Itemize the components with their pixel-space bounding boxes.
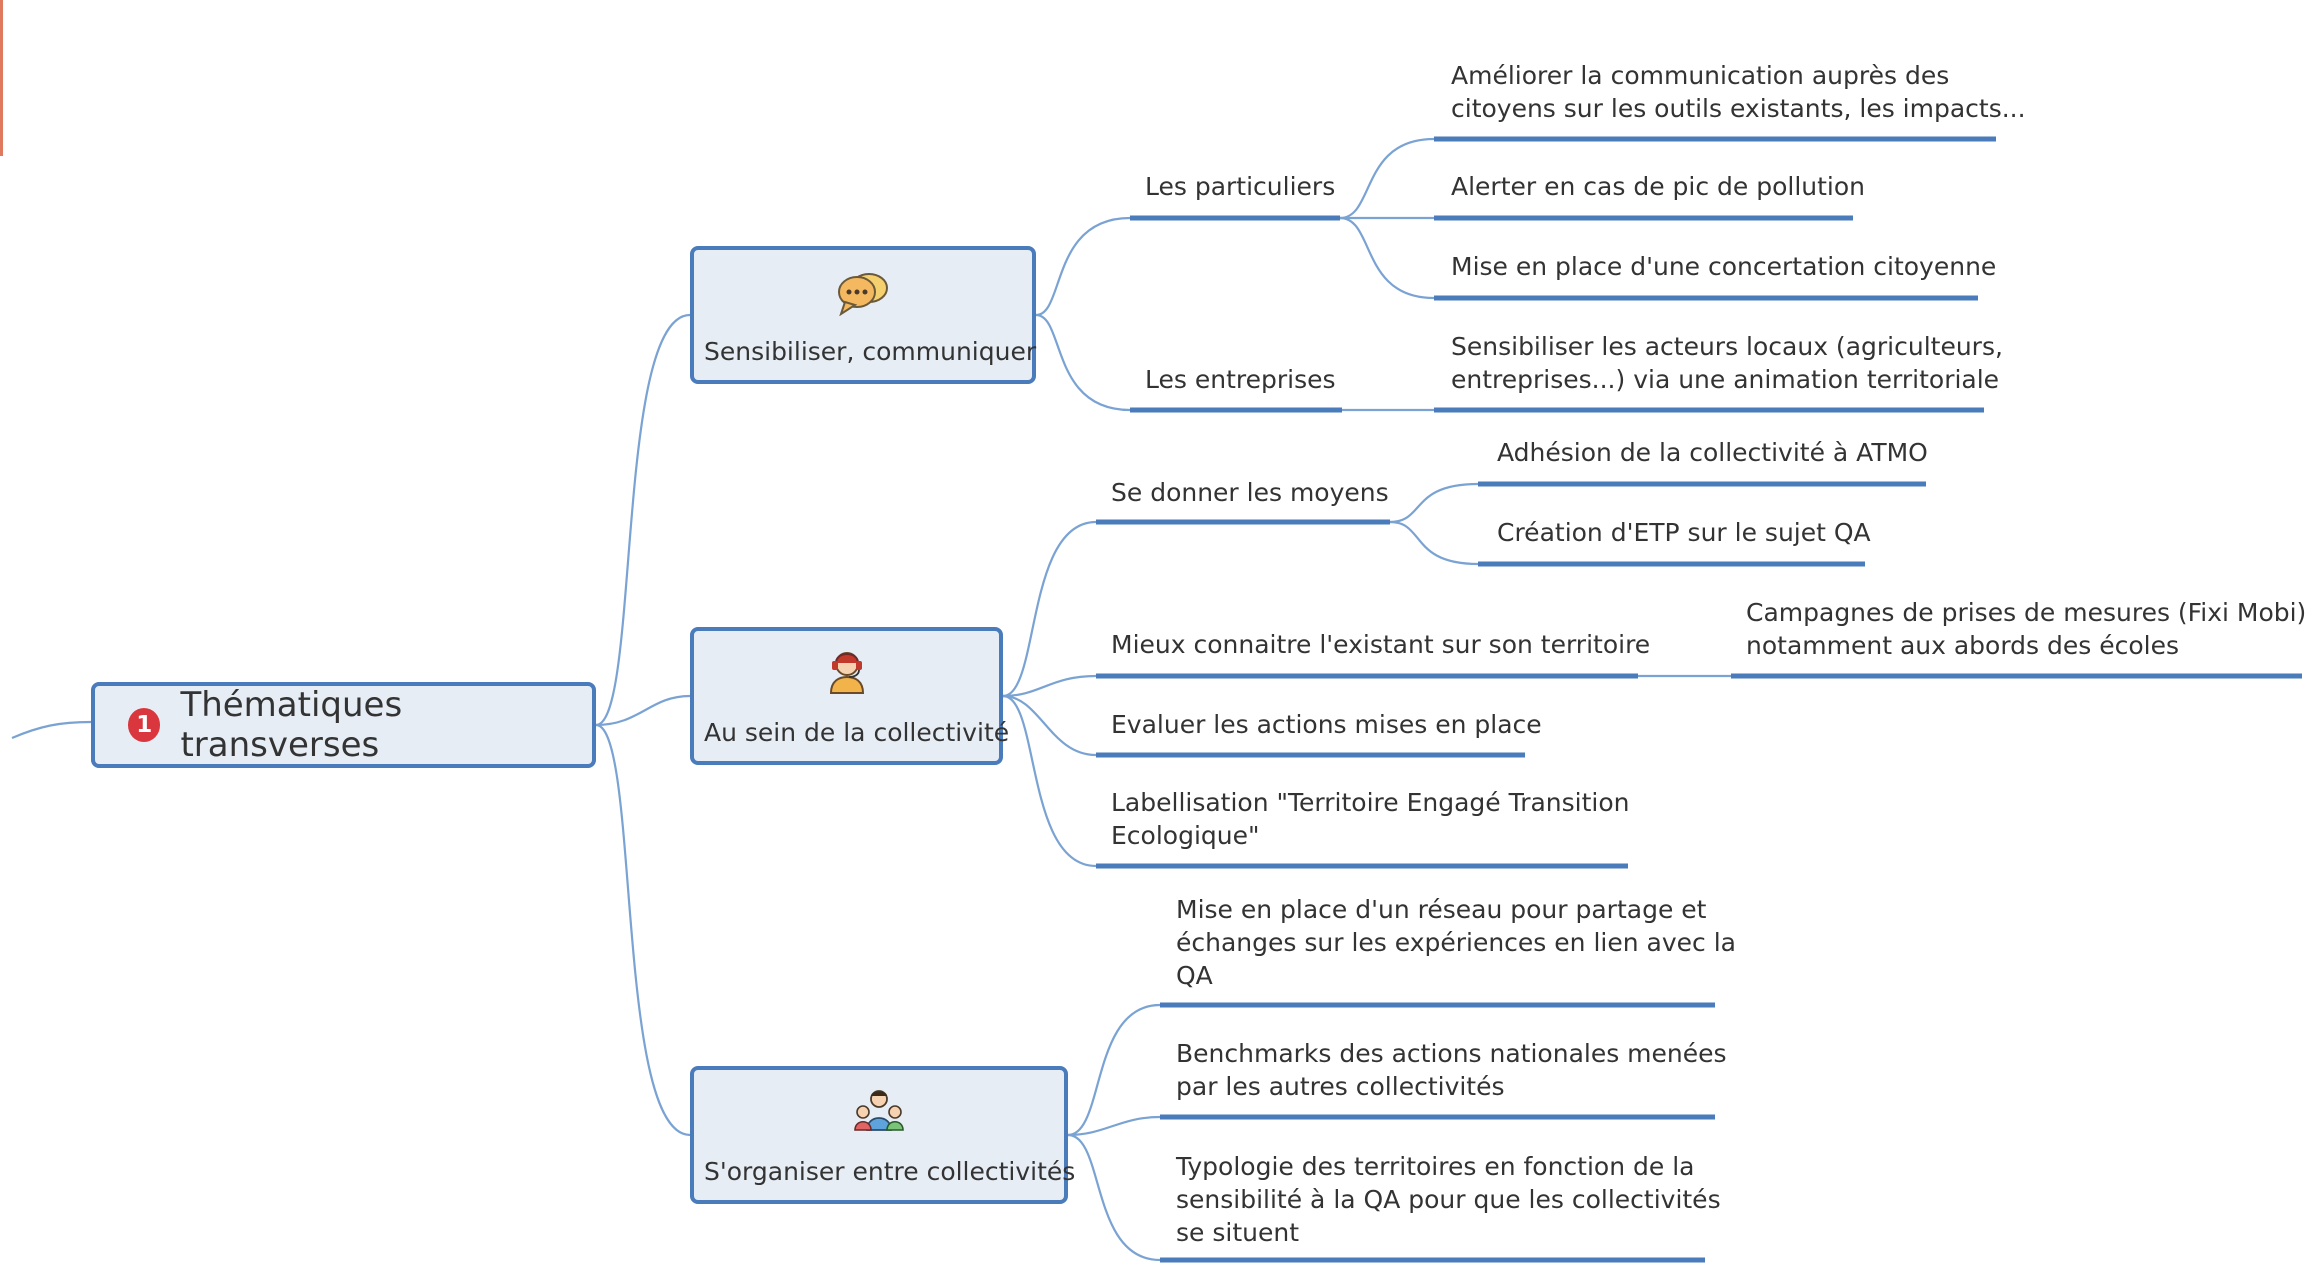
- topic-line: Adhésion de la collectivité à ATMO: [1497, 438, 1928, 467]
- topic-les-particuliers[interactable]: Les particuliers: [1145, 172, 1336, 201]
- topic-alerter-pic-pollution[interactable]: Alerter en cas de pic de pollution: [1451, 170, 1865, 203]
- connector-root-branch-1: [595, 313, 691, 727]
- topic-benchmarks[interactable]: Benchmarks des actions nationales menées…: [1176, 1037, 1727, 1103]
- topic-ameliorer-communication[interactable]: Améliorer la communication auprès des ci…: [1451, 59, 2026, 125]
- connector-moyens-2: [1389, 520, 1479, 566]
- group-people-icon: [694, 1088, 1064, 1136]
- connector-moyens-1: [1389, 482, 1479, 524]
- connector-b3-2: [1067, 1115, 1161, 1137]
- branch-organiser-entre-collectivites[interactable]: S'organiser entre collectivités: [690, 1066, 1076, 1204]
- root-title: Thématiques transverses: [180, 685, 403, 765]
- branch-sensibiliser-communiquer[interactable]: Sensibiliser, communiquer: [690, 246, 1036, 384]
- connector-root-branch-3: [595, 723, 691, 1137]
- branch-label: Sensibiliser, communiquer: [704, 337, 1037, 366]
- topic-line: Labellisation "Territoire Engagé Transit…: [1111, 788, 1630, 817]
- topic-line: Mise en place d'une concertation citoyen…: [1451, 252, 1997, 281]
- branch-label: Au sein de la collectivité: [704, 718, 1010, 747]
- priority-1-badge: 1: [128, 708, 161, 742]
- topic-labellisation[interactable]: Labellisation "Territoire Engagé Transit…: [1111, 786, 1630, 852]
- person-headset-icon: [694, 647, 999, 699]
- topic-line: sensibilité à la QA pour que les collect…: [1176, 1185, 1721, 1214]
- connector-particuliers-1: [1339, 137, 1435, 220]
- topic-line: Benchmarks des actions nationales menées: [1176, 1039, 1727, 1068]
- topic-line: échanges sur les expériences en lien ave…: [1176, 928, 1736, 957]
- topic-typologie-territoires[interactable]: Typologie des territoires en fonction de…: [1176, 1150, 1721, 1249]
- topic-les-entreprises[interactable]: Les entreprises: [1145, 365, 1336, 394]
- topic-campagnes-mesures[interactable]: Campagnes de prises de mesures (Fixi Mob…: [1746, 596, 2306, 662]
- topic-creation-etp[interactable]: Création d'ETP sur le sujet QA: [1497, 516, 1871, 549]
- topic-line: notamment aux abords des écoles: [1746, 631, 2180, 660]
- connector-b2-existant: [1002, 674, 1097, 698]
- connector-root-branch-2: [595, 694, 691, 727]
- left-edge-accent: [0, 0, 3, 156]
- topic-line: Alerter en cas de pic de pollution: [1451, 172, 1866, 201]
- topic-line: Améliorer la communication auprès des: [1451, 61, 1950, 90]
- branch-label: S'organiser entre collectivités: [704, 1157, 1076, 1186]
- topic-line: se situent: [1176, 1218, 1299, 1247]
- connector-particuliers-3: [1339, 216, 1435, 300]
- topic-reseau-partage[interactable]: Mise en place d'un réseau pour partage e…: [1176, 893, 1736, 992]
- topic-se-donner-les-moyens[interactable]: Se donner les moyens: [1111, 478, 1389, 507]
- root-node[interactable]: 1 Thématiques transverses: [91, 682, 596, 768]
- topic-evaluer-actions[interactable]: Evaluer les actions mises en place: [1111, 710, 1542, 739]
- topic-line: Campagnes de prises de mesures (Fixi Mob…: [1746, 598, 2306, 627]
- connector-b3-1: [1067, 1003, 1161, 1137]
- connector-incoming-root: [11, 720, 92, 740]
- speech-bubbles-icon: [694, 270, 1032, 320]
- topic-concertation-citoyenne[interactable]: Mise en place d'une concertation citoyen…: [1451, 250, 1996, 283]
- connector-b3-3: [1067, 1133, 1161, 1262]
- topic-line: Ecologique": [1111, 821, 1260, 850]
- topic-line: entreprises...) via une animation territ…: [1451, 365, 2000, 394]
- connector-b1-particuliers: [1035, 216, 1131, 317]
- connector-b2-label: [1002, 694, 1097, 868]
- topic-line: Mise en place d'un réseau pour partage e…: [1176, 895, 1707, 924]
- topic-line: QA: [1176, 961, 1213, 990]
- topic-sensibiliser-acteurs-locaux[interactable]: Sensibiliser les acteurs locaux (agricul…: [1451, 330, 2003, 396]
- topic-line: Sensibiliser les acteurs locaux (agricul…: [1451, 332, 2003, 361]
- topic-adhesion-atmo[interactable]: Adhésion de la collectivité à ATMO: [1497, 436, 1928, 469]
- connector-b2-evaluer: [1002, 694, 1097, 757]
- topic-line: par les autres collectivités: [1176, 1072, 1505, 1101]
- topic-line: citoyens sur les outils existants, les i…: [1451, 94, 2026, 123]
- connector-b2-moyens: [1002, 520, 1097, 698]
- topic-mieux-connaitre-existant[interactable]: Mieux connaitre l'existant sur son terri…: [1111, 630, 1651, 659]
- topic-line: Création d'ETP sur le sujet QA: [1497, 518, 1871, 547]
- topic-line: Typologie des territoires en fonction de…: [1176, 1152, 1695, 1181]
- branch-au-sein-collectivite[interactable]: Au sein de la collectivité: [690, 627, 1010, 765]
- connector-b1-entreprises: [1035, 313, 1131, 412]
